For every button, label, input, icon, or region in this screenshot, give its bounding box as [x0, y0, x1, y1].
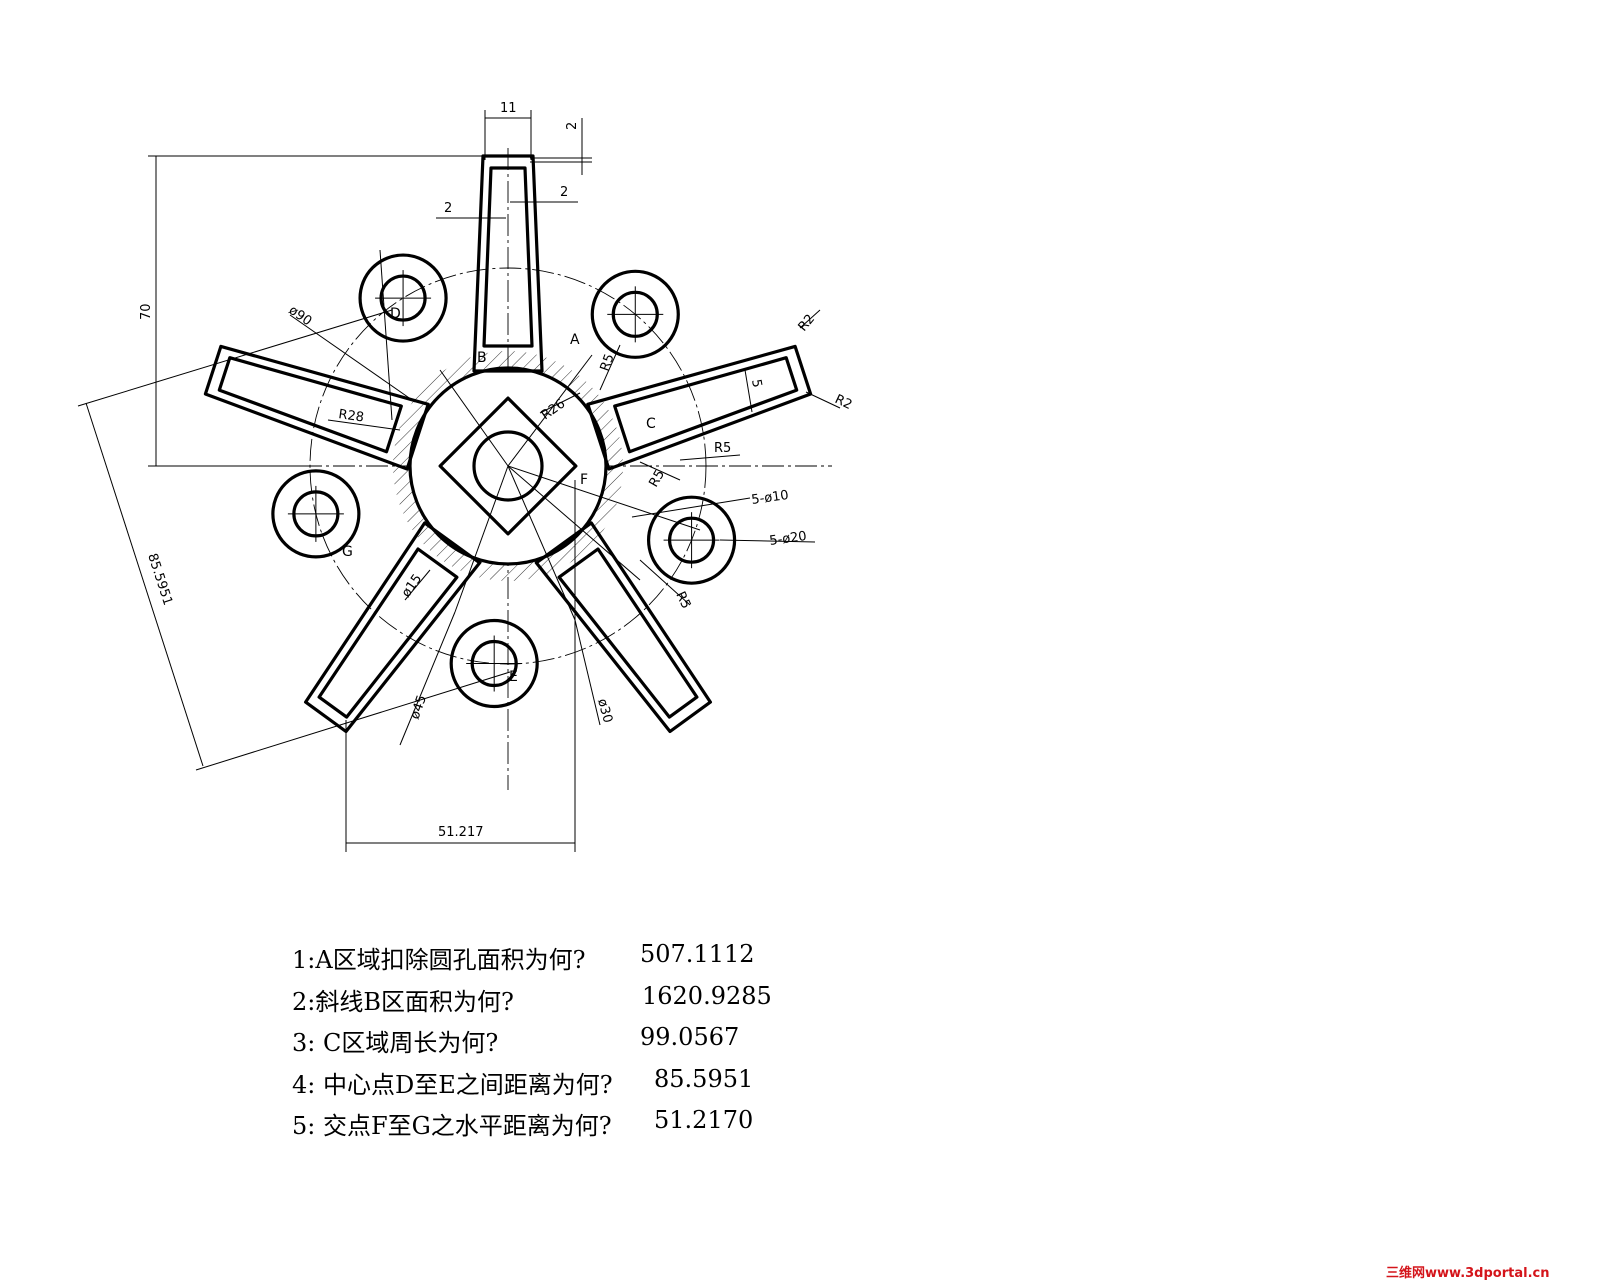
- dim-top-offset-a: 2: [565, 122, 580, 130]
- arm-slot: [557, 547, 699, 719]
- lobes-group: [271, 253, 737, 709]
- dim-r5-c: R5: [646, 468, 668, 490]
- label-a: A: [570, 332, 580, 348]
- label-g: G: [342, 544, 353, 560]
- label-d: D: [390, 306, 401, 322]
- dim-top-width: 11: [500, 101, 517, 116]
- dim-top-offset-b: 2: [560, 185, 568, 200]
- arm-slot: [613, 356, 799, 454]
- answer-value: 51.2170: [654, 1106, 754, 1134]
- dim-dia-30: ø30: [594, 697, 615, 725]
- cad-drawing: 11 2 2 2 70 ø90 R28 R26 R5 R5 R5 R5 R2 R…: [77, 101, 854, 852]
- dim-r28: R28: [337, 407, 364, 425]
- dim-wall-left: 2: [444, 201, 452, 216]
- answer-value: 99.0567: [640, 1023, 740, 1051]
- arm-outline: [534, 521, 712, 734]
- arm-slot: [482, 166, 534, 348]
- dim-slot-5: 5: [748, 378, 764, 389]
- label-f: F: [580, 472, 588, 488]
- dim-height: 70: [139, 303, 154, 320]
- question-text: 5: 交点F至G之水平距离为何?: [292, 1112, 612, 1140]
- dim-holes-10: 5-ø10: [750, 488, 789, 508]
- hub-inner-circle: [472, 430, 544, 502]
- arms-group: [203, 154, 813, 734]
- dim-dia-45: ø45: [408, 693, 430, 721]
- construction-lines: [379, 249, 701, 746]
- dim-dia-15: ø15: [399, 572, 425, 601]
- arm-outline: [203, 344, 430, 471]
- answer-value: 507.1112: [640, 940, 755, 968]
- question-row: 3: C区域周长为何? 99.0567: [292, 1023, 992, 1065]
- question-row: 2:斜线B区面积为何? 1620.9285: [292, 982, 992, 1024]
- dim-horizontal: 51.217: [438, 825, 484, 840]
- question-text: 2:斜线B区面积为何?: [292, 987, 514, 1016]
- watermark: 三维网www.3dportal.cn: [1386, 1266, 1550, 1281]
- dim-r5-d: R5: [672, 589, 693, 611]
- dim-dia-90: ø90: [286, 303, 315, 329]
- dim-r5-a: R5: [598, 352, 618, 373]
- region-labels: A B C D E F G: [342, 306, 656, 685]
- lobe-outline: [449, 618, 539, 709]
- lobe-outline: [590, 269, 680, 359]
- lobe-outline: [358, 253, 448, 343]
- hub-outer-circle: [408, 366, 608, 566]
- arm-outline: [586, 344, 813, 471]
- question-text: 3: C区域周长为何?: [292, 1029, 499, 1057]
- arm-slot: [317, 547, 459, 719]
- answer-value: 1620.9285: [642, 981, 772, 1010]
- dimension-lines: [77, 110, 841, 852]
- label-b: B: [477, 350, 487, 366]
- label-c: C: [646, 416, 656, 432]
- dim-r5-b: R5: [714, 441, 731, 456]
- question-text: 1:A区域扣除圆孔面积为何?: [292, 946, 586, 974]
- question-text: 4: 中心点D至E之间距离为何?: [292, 1070, 613, 1099]
- arm-slot: [217, 356, 403, 454]
- answer-value: 85.5951: [654, 1064, 754, 1093]
- question-list: 1:A区域扣除圆孔面积为何? 507.1112 2:斜线B区面积为何? 1620…: [292, 940, 992, 1148]
- dim-r2-b: R2: [832, 392, 854, 413]
- dim-holes-20: 5-ø20: [768, 529, 807, 549]
- lobe-outline: [271, 469, 361, 559]
- center-square: [438, 396, 578, 536]
- question-row: 4: 中心点D至E之间距离为何? 85.5951: [292, 1065, 992, 1107]
- question-row: 5: 交点F至G之水平距离为何? 51.2170: [292, 1106, 992, 1148]
- label-e: E: [509, 669, 518, 685]
- question-row: 1:A区域扣除圆孔面积为何? 507.1112: [292, 940, 992, 982]
